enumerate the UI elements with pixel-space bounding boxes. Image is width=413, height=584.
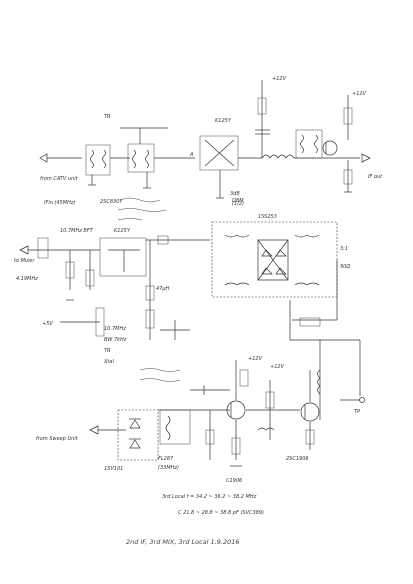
ratio-label: 3:1 (340, 246, 348, 252)
if-filter-label: 10.7MHz BFT (60, 228, 94, 234)
if-transformer-2 (127, 143, 155, 173)
ohm-label: 50Ω (340, 264, 350, 270)
notes: 3rd Local f = 34.2 ~ 36.2 ~ 38.2 MHz C 2… (126, 494, 264, 546)
k125-mid-label: K125Y (114, 228, 131, 234)
if-in-label: IFin (45MHz) (44, 200, 76, 206)
oscillator-transistor (226, 400, 246, 420)
crystal-filter-box (159, 409, 191, 445)
diode-part-label: 1SV101 (104, 466, 123, 472)
varactor-box (117, 409, 159, 461)
xtal-label: Xtal (103, 359, 114, 365)
note-formula: 3rd Local f = 34.2 ~ 36.2 ~ 38.2 MHz (162, 494, 257, 500)
tp-label: TP (354, 409, 360, 415)
k125-mid-box (99, 237, 147, 277)
dbm-label: DBM (232, 198, 244, 204)
inductor-value-label: 47µH (156, 286, 170, 292)
sheet-caption: 2nd IF, 3rd MIX, 3rd Local 1.9.2016 (126, 538, 239, 546)
point-a-label: A (189, 152, 194, 158)
supply-12v-a-label: +12V (272, 76, 287, 82)
osc-transistor-label: C1906 (226, 478, 242, 484)
filter-part-freq: (33MHz) (158, 465, 179, 471)
mix-freq-label: 4.19MHz (16, 276, 38, 282)
osc-part-label: 2SC1906 (286, 456, 309, 462)
supply-12v-b-label: +12V (352, 91, 367, 97)
sweep-arrow-icon (89, 425, 99, 435)
tuning-network: TP (289, 300, 365, 420)
dbm-mixer-box (211, 221, 338, 298)
to-mixer-label: to Mixer (14, 258, 35, 264)
output-arrow-icon (361, 153, 371, 163)
k125-top-stage: A K125Y +12V 3dB (1/2) (189, 76, 295, 207)
transistor-2sc830-label: 2SC830Y (100, 199, 123, 205)
note-db-label: 3dB (230, 191, 240, 197)
from-catv-label: from CATV unit (40, 176, 79, 182)
if-output-stage: IF out +12V (294, 91, 383, 193)
dbm-diode-label: 1SS253 (258, 214, 277, 220)
to-mixer-arrow-icon (19, 245, 29, 255)
filter-note-1: 10.7MHz (104, 326, 126, 332)
filter-note-2: BW 7kHz (104, 337, 127, 343)
note-capacitance: C 21.8 ~ 28.8 ~ 38.8 pF (SVC389) (178, 510, 264, 516)
k125-top-box (199, 135, 239, 171)
mixer-section: to Mixer 4.19MHz 10.7MHz BFT K125Y 47µH … (14, 198, 350, 321)
supply-12v-d-label: +12V (270, 364, 285, 370)
from-sweep-label: from Sweep Unit (36, 436, 79, 442)
if-input-section: from CATV unit IFin (45MHz) TR 2SC830Y (39, 114, 195, 221)
filter-section: +5V 10.7MHz BW 7kHz TR Xtal (42, 300, 190, 382)
if-transformer-1 (85, 144, 111, 176)
supply-12v-c-label: +12V (248, 356, 263, 362)
svg-text:(1/2): (1/2) (232, 201, 244, 207)
tr-note-label: TR (104, 348, 111, 354)
k125-top-label: K125Y (215, 118, 232, 124)
local-osc-section: from Sweep Unit 1SV101 FL287 (33MHz) C19… (36, 356, 320, 484)
tr-16-label: TR (104, 114, 111, 120)
if-out-label: IF out (368, 174, 383, 180)
filter-part-label: FL287 (158, 456, 174, 462)
input-arrow-icon (39, 153, 48, 163)
supply-5v-label: +5V (42, 321, 53, 327)
